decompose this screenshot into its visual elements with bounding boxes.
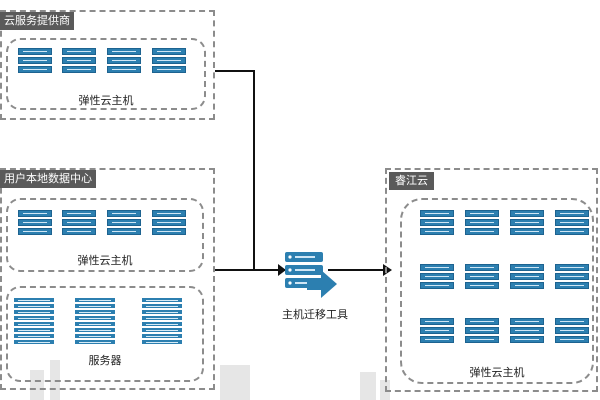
- target-vm-label: 弹性云主机: [469, 366, 525, 379]
- vm-server-icon: [555, 318, 589, 345]
- arrow-to-target: [383, 264, 392, 276]
- vm-server-icon: [465, 210, 499, 237]
- vm-server-icon: [420, 210, 454, 237]
- vm-server-icon: [18, 210, 52, 237]
- target-cloud-group: [385, 168, 598, 392]
- cloud-provider-vm-label: 弹性云主机: [78, 94, 134, 107]
- connector-top-horizontal: [215, 70, 255, 72]
- vm-server-icon: [152, 210, 186, 237]
- on-premise-group: [0, 168, 215, 390]
- vm-server-icon: [510, 264, 544, 291]
- target-cloud-title: 睿江云: [389, 172, 434, 190]
- vm-server-icon: [420, 318, 454, 345]
- vm-server-icon: [62, 48, 96, 75]
- vm-server-icon: [152, 48, 186, 75]
- vm-server-icon: [18, 48, 52, 75]
- physical-server-icon: [14, 298, 54, 346]
- vm-server-icon: [510, 210, 544, 237]
- vm-server-icon: [62, 210, 96, 237]
- vm-server-icon: [107, 210, 141, 237]
- target-vm-pool: [400, 198, 594, 384]
- vm-server-icon: [420, 264, 454, 291]
- migration-tool-label: 主机迁移工具: [282, 308, 348, 321]
- physical-server-icon: [142, 298, 182, 346]
- on-premise-vm-label: 弹性云主机: [77, 254, 133, 267]
- cloud-provider-group: [0, 10, 215, 120]
- on-premise-vm-pool: [6, 198, 204, 272]
- arrow-to-tool: [278, 264, 286, 276]
- vm-server-icon: [555, 264, 589, 291]
- server-migration-icon: [283, 250, 343, 300]
- cloud-provider-vm-pool: [6, 38, 206, 110]
- vm-server-icon: [465, 318, 499, 345]
- vm-server-icon: [510, 318, 544, 345]
- connector-mid-horizontal: [215, 269, 285, 271]
- vm-server-icon: [465, 264, 499, 291]
- connector-to-target: [328, 269, 383, 271]
- on-premise-server-label: 服务器: [88, 354, 122, 367]
- vm-server-icon: [555, 210, 589, 237]
- physical-server-icon: [75, 298, 115, 346]
- on-premise-server-pool: [6, 286, 204, 382]
- on-premise-title: 用户本地数据中心: [0, 170, 96, 188]
- cloud-provider-title: 云服务提供商: [0, 12, 74, 30]
- connector-vertical: [253, 70, 255, 271]
- vm-server-icon: [107, 48, 141, 75]
